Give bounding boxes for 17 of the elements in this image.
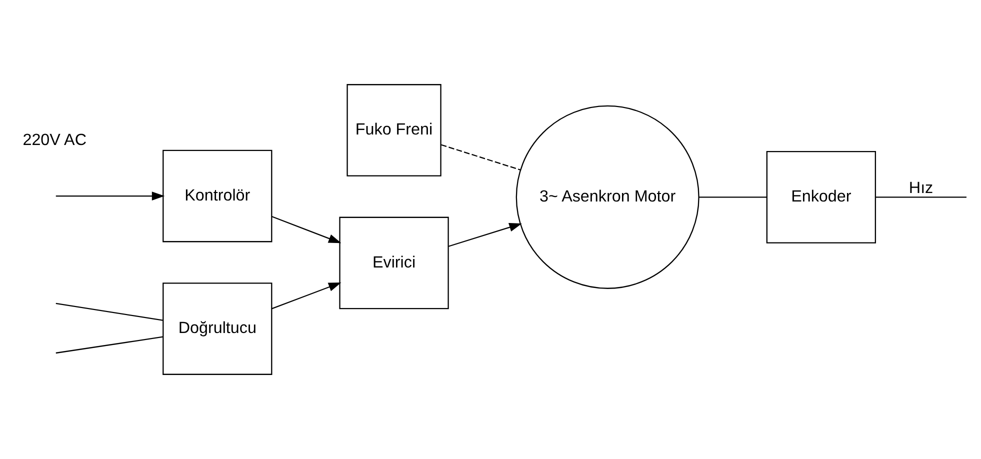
arrow [55,192,164,200]
node-box: Enkoder [766,151,876,244]
connector [55,336,162,354]
node-box: Doğrultucu [162,282,272,375]
node-box: Kontrolör [162,150,272,242]
label: 220V AC [22,130,86,149]
arrow [271,282,341,310]
connector [55,302,162,321]
connector [875,196,966,198]
edge-label: Hız [908,178,933,197]
connector [698,196,766,198]
arrow [271,216,341,244]
node-circle: 3~ Asenkron Motor [515,105,699,289]
node-box: Evirici [338,216,448,310]
arrow [448,223,522,247]
connector [440,144,520,170]
node-box: Fuko Freni [346,84,441,176]
